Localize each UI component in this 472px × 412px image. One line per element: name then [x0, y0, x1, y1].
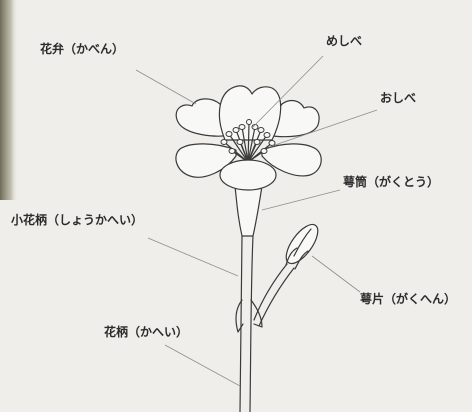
- stamen: [225, 131, 249, 163]
- pistil-leader-line: [251, 55, 324, 129]
- bud-sepal-left: [285, 247, 298, 266]
- bud-inner-line: [293, 228, 312, 257]
- stamen: [238, 124, 249, 163]
- stamen: [236, 139, 249, 163]
- label-pistil: めしべ: [326, 34, 363, 48]
- calyx-tube-leader-line: [261, 189, 341, 211]
- bud-stem-left-edge: [253, 263, 288, 321]
- pistil-style: [247, 123, 250, 163]
- background-photo-strip: [0, 0, 18, 200]
- stamen: [247, 139, 261, 163]
- stem-left-edge: [239, 235, 243, 412]
- bract-right: [250, 299, 263, 328]
- bud-stem-right-edge: [258, 267, 295, 327]
- petal-front: [219, 159, 277, 191]
- calyx-tube-shape: [234, 185, 263, 237]
- pistil: [246, 119, 252, 163]
- pistil-stigma: [246, 119, 252, 125]
- sepal-leader-line: [311, 255, 361, 293]
- bud-body: [285, 223, 319, 265]
- petal-bottom-left: [175, 143, 237, 178]
- petal-top: [218, 85, 282, 141]
- peduncle-leader-line: [164, 344, 241, 387]
- label-peduncle: 花柄（かへい）: [104, 325, 189, 339]
- label-calyx-tube: 萼筒（がくとう）: [343, 175, 440, 189]
- flower-bud: [285, 223, 319, 270]
- label-sepal: 萼片（がくへん）: [360, 292, 457, 306]
- petal-bottom-right: [261, 143, 322, 177]
- pedicel-leader-line: [147, 237, 239, 277]
- stamen-leader-line: [271, 109, 378, 147]
- stamens: [220, 124, 276, 163]
- petal-leader-line: [135, 69, 197, 105]
- label-stamen: おしべ: [380, 91, 417, 105]
- stem-right-edge: [249, 235, 254, 412]
- label-petal: 花弁（かべん）: [40, 42, 125, 56]
- label-pedicel: 小花柄（しょうかへい）: [11, 213, 144, 227]
- stamen: [247, 132, 271, 163]
- bud-sepal-right: [294, 250, 309, 270]
- bract-left: [235, 299, 244, 333]
